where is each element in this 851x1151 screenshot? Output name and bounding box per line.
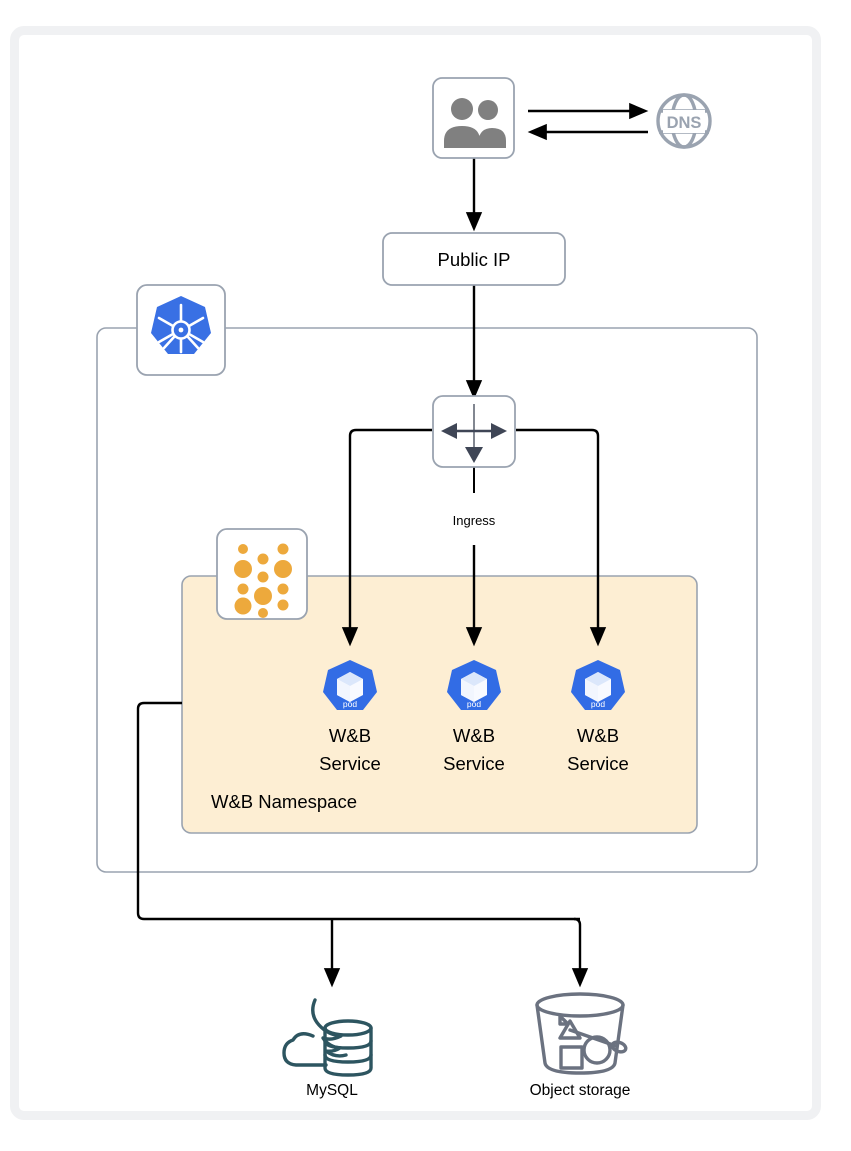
node-dns[interactable]: DNS [656,93,712,149]
arrow-to-object-storage [571,917,589,988]
wandb-namespace-box [181,575,698,834]
users-icon [444,98,506,148]
object-storage-label: Object storage [529,1082,631,1099]
mysql-label: MySQL [306,1082,358,1099]
dns-label: DNS [667,114,702,132]
diagram-outer-frame [10,26,821,1120]
node-pod-1[interactable]: pod [323,660,377,710]
node-mysql[interactable] [282,998,373,1077]
pod-1-label-line2: Service [319,753,381,774]
kubernetes-icon [151,296,211,354]
pod-badge-label: pod [467,699,481,709]
namespace-dots-icon [234,543,292,618]
node-pod-3[interactable]: pod [571,660,625,710]
pod-badge-label: pod [343,699,357,709]
arrow-ingress-to-pod-1 [341,428,432,647]
node-object-storage[interactable] [535,992,628,1075]
public-ip-label: Public IP [437,249,511,270]
pod-2-label-line1: W&B [452,725,496,746]
node-namespace-badge[interactable] [216,528,308,620]
public-ip-box[interactable] [382,232,566,286]
node-kubernetes-badge[interactable] [136,284,226,376]
object-storage-bucket-icon [535,992,628,1075]
pod-2-label-line2: Service [443,753,505,774]
node-pod-2[interactable]: pod [447,660,501,710]
ingress-label: Ingress [452,513,496,528]
mysql-dolphin-icon [282,998,373,1077]
pod-3-label-line2: Service [567,753,629,774]
kubernetes-cluster-box [96,327,758,873]
connector-namespace-to-storage-trunk [136,701,580,921]
pod-badge-label: pod [591,699,605,709]
pod-3-label-line1: W&B [576,725,620,746]
arrow-ingress-to-pod-3 [516,428,607,647]
node-users[interactable] [432,77,515,159]
namespace-label: W&B Namespace [211,791,357,812]
node-ingress[interactable] [432,395,516,468]
pod-1-label-line1: W&B [328,725,372,746]
ingress-arrows-icon [441,423,507,463]
